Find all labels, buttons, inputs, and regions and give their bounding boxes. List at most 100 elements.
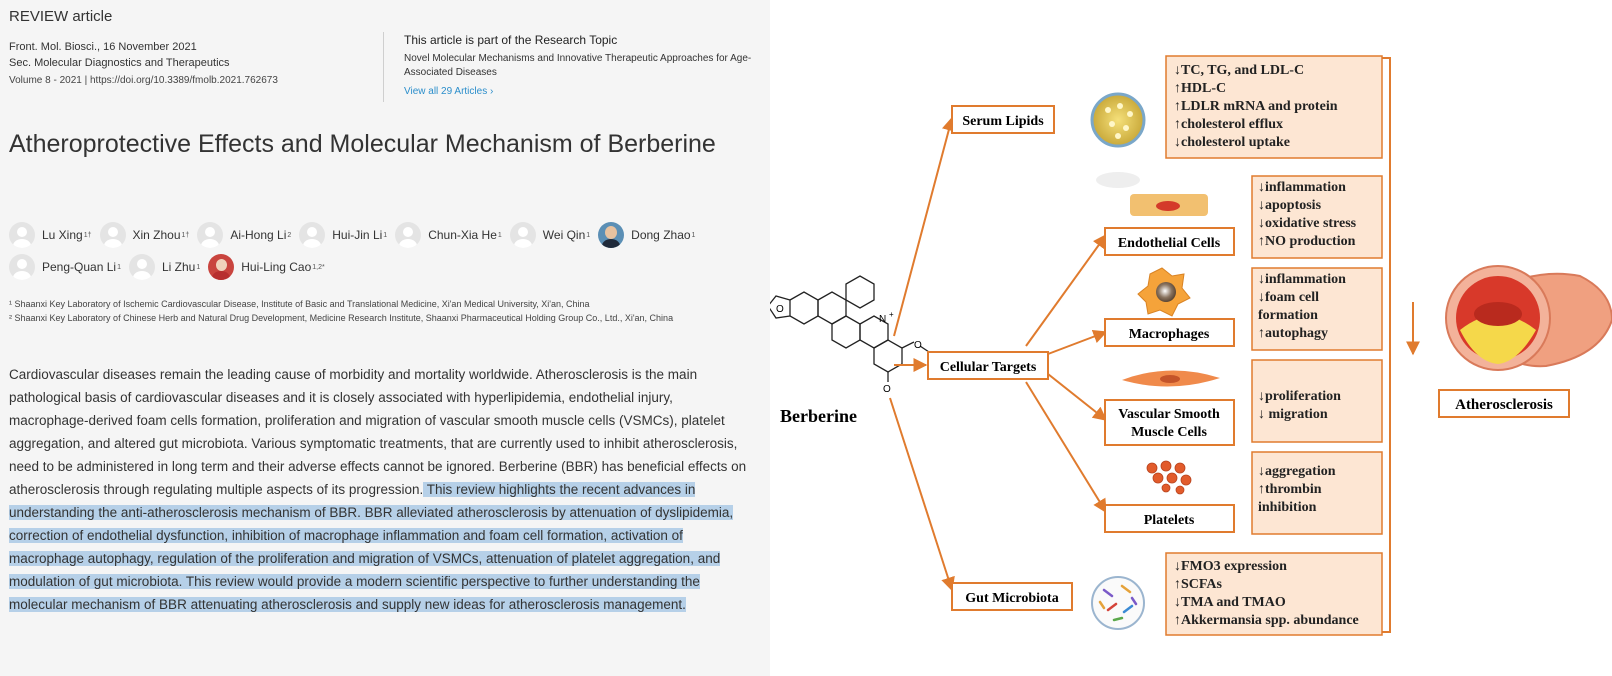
article-panel: REVIEW article Front. Mol. Biosci., 16 N… [0,0,770,676]
affiliation-marker: 1 [691,231,696,239]
author-name: Ai-Hong Li [230,228,287,242]
endothelial-effects-box: ↓inflammation ↓apoptosis ↓oxidative stress… [1251,175,1383,259]
affiliation-marker: 1 [383,231,388,239]
arrow-to-platelets [1025,381,1107,514]
effect-line: ↓foam cell [1258,290,1319,305]
effect-line: ↑NO production [1258,234,1356,249]
node-macrophages: Macrophages [1104,318,1235,347]
author-name: Hui-Ling Cao [241,260,312,274]
view-all-articles-link[interactable]: View all 29 Articles › [404,86,494,97]
effect-line: ↓TC, TG, and LDL-C [1174,63,1304,78]
svg-text:Cellular Targets: Cellular Targets [940,360,1037,375]
abstract: Cardiovascular diseases remain the leadi… [9,363,749,616]
effect-line: ↑cholesterol efflux [1174,117,1283,132]
node-vascular-smooth-muscle-cells: Vascular Smooth Muscle Cells [1104,399,1235,446]
section-line: Sec. Molecular Diagnostics and Therapeut… [9,57,230,69]
svg-text:O: O [883,384,891,395]
svg-text:Muscle Cells: Muscle Cells [1131,425,1207,440]
affiliation-2: ² Shaanxi Key Laboratory of Chinese Herb… [9,313,674,323]
node-gut-microbiota: Gut Microbiota [951,582,1073,611]
effect-line: ↓proliferation [1258,389,1341,404]
effect-line: ↑thrombin [1258,482,1322,497]
lipid-droplet-icon [1090,92,1146,148]
research-topic-title[interactable]: Novel Molecular Mechanisms and Innovativ… [404,53,752,78]
avatar [9,254,35,280]
avatar [208,254,235,280]
gut-effects-box: ↓FMO3 expression ↑SCFAs ↓TMA and TMAO ↑Akke… [1165,552,1383,636]
effect-line: ↓ migration [1258,407,1328,422]
effect-line: ↑autophagy [1258,326,1328,341]
author-name: Hui-Jin Li [332,228,383,242]
svg-text:O: O [914,340,922,351]
effect-line: ↓FMO3 expression [1174,559,1287,574]
svg-text:O: O [776,304,784,315]
abstract-selected-text[interactable]: This review highlights the recent advanc… [9,482,734,612]
artery-plaque-icon [1445,265,1612,371]
author-name: Dong Zhao [631,228,691,242]
gut-microbiota-icon [1091,576,1145,630]
effect-line: ↓inflammation [1258,180,1346,195]
svg-text:Macrophages: Macrophages [1129,327,1210,342]
author-name: Lu Xing [42,228,83,242]
svg-text:Vascular Smooth: Vascular Smooth [1118,407,1220,422]
avatar [99,222,126,248]
arrow-to-endothelial [1025,233,1107,347]
effect-line: ↑HDL-C [1174,81,1226,96]
effect-line: ↓apoptosis [1258,198,1322,213]
effect-line: ↓aggregation [1258,464,1336,479]
avatar [197,222,224,248]
smooth-muscle-cell-icon [1122,370,1220,387]
avatar [128,254,155,280]
author-name: Chun-Xia He [428,228,497,242]
affiliation-marker: 1 [586,231,591,239]
effects-bracket [1382,57,1391,633]
arrow-to-gut-microbiota [889,397,955,592]
graphical-abstract: O N + O O Berberine Serum Lipids Cellula… [770,0,1612,676]
avatar [395,222,422,248]
journal-line: Front. Mol. Biosci., 16 November 2021 [9,41,197,53]
berberine-structure-icon [770,275,933,382]
node-platelets: Platelets [1104,504,1235,533]
effect-line: ↑LDLR mRNA and protein [1174,99,1338,114]
affiliation-marker: 1 [196,263,201,271]
node-cellular-targets: Cellular Targets [927,351,1049,380]
platelets-icon [1146,460,1192,495]
effect-line: inhibition [1258,500,1317,515]
effect-line: ↓TMA and TMAO [1174,595,1286,610]
macrophage-icon [1137,267,1191,317]
svg-text:Serum Lipids: Serum Lipids [962,114,1044,129]
effect-line: ↑Akkermansia spp. abundance [1174,613,1359,628]
affiliation-marker: 1† [181,231,190,239]
affiliation-marker: 1 [497,231,502,239]
author-name: Li Zhu [161,260,196,274]
arrow-to-vsmc [1047,373,1108,421]
effect-line: ↓cholesterol uptake [1174,135,1290,150]
berberine-label: Berberine [780,406,857,426]
effect-line: ↑SCFAs [1174,577,1223,592]
effect-line: ↓oxidative stress [1258,216,1357,231]
node-atherosclerosis: Atherosclerosis [1438,389,1570,418]
article-type: REVIEW article [9,8,113,25]
volume-doi-line[interactable]: Volume 8 - 2021 | https://doi.org/10.338… [9,75,278,86]
author-name: Xin Zhou [132,228,181,242]
effect-line: ↓inflammation [1258,272,1346,287]
lipid-effects-box: ↓TC, TG, and LDL-C ↑HDL-C ↑LDLR mRNA and p… [1165,55,1383,159]
affiliation-marker: 1† [83,231,92,239]
divider [383,32,384,102]
svg-text:Atherosclerosis: Atherosclerosis [1455,397,1553,413]
svg-text:Platelets: Platelets [1144,513,1195,528]
article-title: Atheroprotective Effects and Molecular M… [9,130,716,158]
avatar [509,222,536,248]
